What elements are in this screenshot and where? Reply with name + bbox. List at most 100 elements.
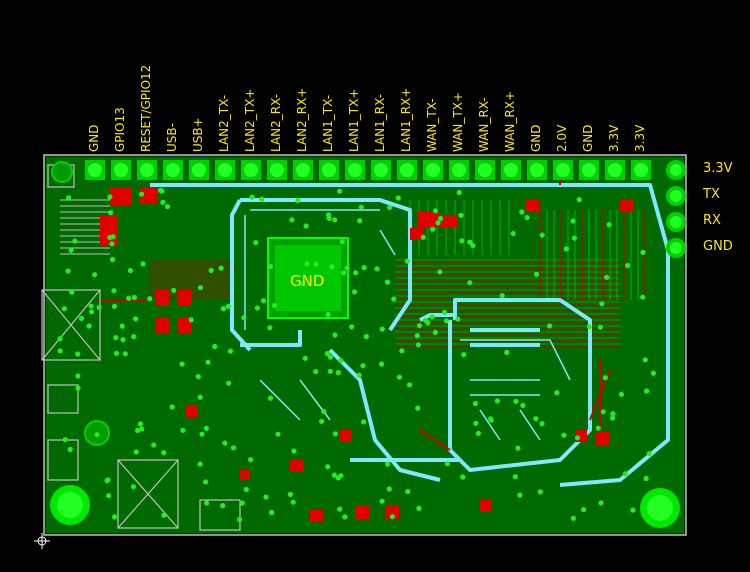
via [472,400,478,407]
via [539,232,545,238]
via [299,281,306,287]
via [188,317,194,323]
via [395,195,401,201]
header-pin-label: WAN_TX+ [451,92,465,152]
via [313,369,319,375]
header-pad-row [85,160,651,180]
via [519,209,525,215]
red-traces [100,175,611,451]
via [313,261,319,267]
via [386,486,392,492]
header-pad-hole [504,163,518,177]
via [420,234,426,240]
via [643,475,649,482]
via [197,394,203,400]
via [344,265,350,271]
via [133,449,139,455]
via [332,332,338,338]
via [459,238,465,244]
header-pin-label: GND [581,124,595,152]
red-smd-pads [100,188,634,522]
via [404,258,410,264]
header-pin-label: GND [529,124,543,152]
cyan-trace-group [150,183,670,487]
via [610,415,616,421]
via [644,388,650,394]
via [259,196,265,202]
via [212,343,218,350]
via [230,445,237,451]
via [600,409,606,415]
via [147,296,153,302]
via [139,426,145,432]
via [570,218,576,224]
header-pad-hole [556,163,570,177]
via [650,370,657,376]
via [357,218,363,224]
header-pin-label: WAN_TX- [425,98,439,152]
via [524,215,530,221]
via [267,325,273,331]
via [461,352,467,358]
via [358,204,364,210]
side-pin-label: 3.3V [703,161,733,176]
via [107,194,113,200]
header-pad-hole [530,163,544,177]
origin-marker [34,533,50,549]
via [416,505,422,511]
header-pin-label: LAN1_TX- [321,94,335,152]
via [335,370,341,376]
via [254,305,260,311]
via [510,230,516,237]
via [120,337,126,343]
via [263,494,269,500]
via [337,506,343,512]
via [303,223,309,229]
header-pad-hole [244,163,258,177]
via [111,303,118,309]
header-pin-label: GPIO13 [113,107,127,152]
via [140,261,146,267]
via [324,351,330,357]
via [86,323,92,329]
via [598,500,604,506]
via [429,314,435,320]
header-pad-hole [114,163,128,177]
via [618,391,625,397]
via [384,279,391,285]
via [437,269,443,275]
header-pad-hole [400,163,414,177]
via [287,491,293,497]
via [385,461,391,467]
via [260,298,267,304]
via [586,324,592,330]
via [415,342,421,348]
header-pin-label: WAN_RX+ [503,90,517,152]
via [396,374,402,380]
via [291,448,297,454]
trace-hatching [60,199,646,348]
via [610,411,616,417]
via [399,348,405,354]
via [239,500,245,506]
header-pad-hole [270,163,284,177]
via [602,375,609,381]
via [159,188,165,194]
via [109,256,116,263]
via [65,268,71,274]
via [131,334,137,340]
via [161,512,167,518]
via [113,335,119,341]
side-pad-hole [670,242,682,254]
copper-pour [46,157,684,533]
via [267,263,274,270]
header-pin-label: LAN1_TX+ [347,88,361,152]
via [208,267,214,273]
header-pin-label: 2.0V [555,124,569,152]
via [646,451,652,457]
header-pin-label: LAN1_RX+ [399,87,413,152]
via [387,204,393,210]
via [199,431,205,437]
via [195,374,201,380]
via [470,243,476,249]
